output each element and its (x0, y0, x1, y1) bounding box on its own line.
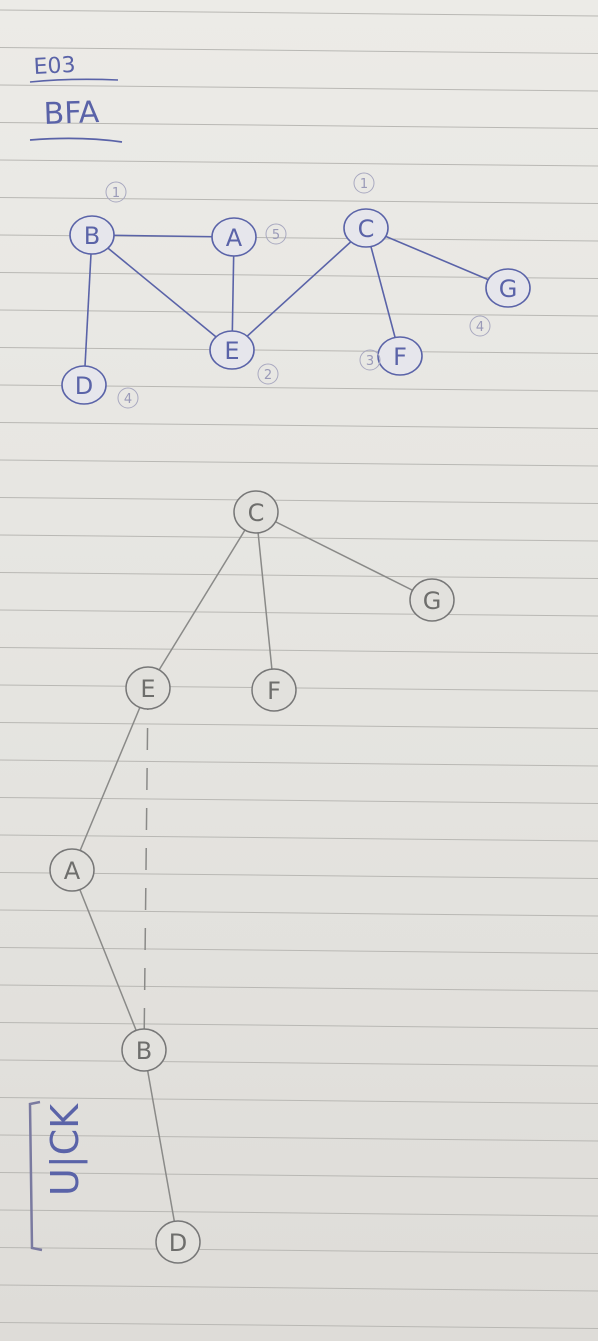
graph-node-F (377, 336, 423, 376)
graph-edge-C-F (365, 227, 401, 357)
method-underline (29, 137, 123, 143)
visit-order-circle (105, 181, 127, 203)
graph-edge-B-E (91, 234, 233, 351)
tree-node-A (49, 848, 95, 892)
graph-node-label: F (393, 343, 407, 371)
graph-node-label: D (75, 372, 93, 400)
visit-order-circle (117, 387, 139, 409)
visit-order-number: 4 (124, 392, 132, 407)
tree-node-label: D (169, 1229, 187, 1257)
visit-order-number: 4 (476, 320, 484, 335)
tree-edge-C-E (147, 511, 257, 689)
visit-order-number: 5 (272, 228, 280, 243)
visit-order-circle (257, 363, 279, 385)
visit-order-number: 3 (366, 354, 374, 369)
tree-node-label: F (267, 677, 281, 705)
graph-node-label: B (84, 222, 100, 250)
tree-node-label: B (136, 1037, 152, 1065)
tree-node-label: E (140, 675, 155, 703)
tree-node-C (233, 490, 279, 534)
graph-node-B (69, 215, 115, 255)
visit-order-circle (353, 172, 375, 194)
visit-order-number: 1 (360, 177, 368, 192)
tree-edge-B-D (143, 1049, 179, 1243)
margin-bracket (28, 1100, 43, 1252)
visit-order-circle (359, 349, 381, 371)
method-label: BFA (43, 95, 100, 132)
graph-node-E (209, 330, 255, 370)
graph-node-label: E (224, 337, 239, 365)
graph-edge-C-G (365, 227, 509, 289)
graph-edge-E-C (231, 227, 367, 351)
graph-edge-B-D (83, 234, 93, 386)
tree-node-label: C (248, 499, 265, 527)
graph-node-D (61, 365, 107, 405)
exercise-underline (29, 78, 119, 83)
tree-node-D (155, 1220, 201, 1264)
graph-node-label: C (358, 215, 375, 243)
tree-node-F (251, 668, 297, 712)
tree-node-label: G (423, 587, 442, 615)
graph-node-label: G (499, 275, 518, 303)
tree-node-G (409, 578, 455, 622)
tree-edge-C-F (255, 511, 275, 691)
visit-order-circle (265, 223, 287, 245)
tree-edge-A-B (71, 869, 145, 1051)
graph-node-C (343, 208, 389, 248)
visit-order-number: 1 (112, 186, 120, 201)
margin-scribble: U|CK (43, 1103, 88, 1196)
graph-node-G (485, 268, 531, 308)
tree-edge-E-A (71, 687, 149, 871)
tree-node-E (125, 666, 171, 710)
graph-edge-B-A (91, 234, 235, 238)
exercise-label: E03 (33, 53, 76, 80)
graph-node-A (211, 217, 257, 257)
tree-node-label: A (64, 857, 81, 885)
visit-order-number: 2 (264, 368, 272, 383)
bfs-tree: C E F G A B D (49, 490, 455, 1264)
tree-edge-C-G (255, 511, 433, 601)
graph-node-label: A (226, 224, 243, 252)
tree-node-B (121, 1028, 167, 1072)
visit-order-circle (469, 315, 491, 337)
tree-cross-edge-E-B (143, 687, 149, 1051)
